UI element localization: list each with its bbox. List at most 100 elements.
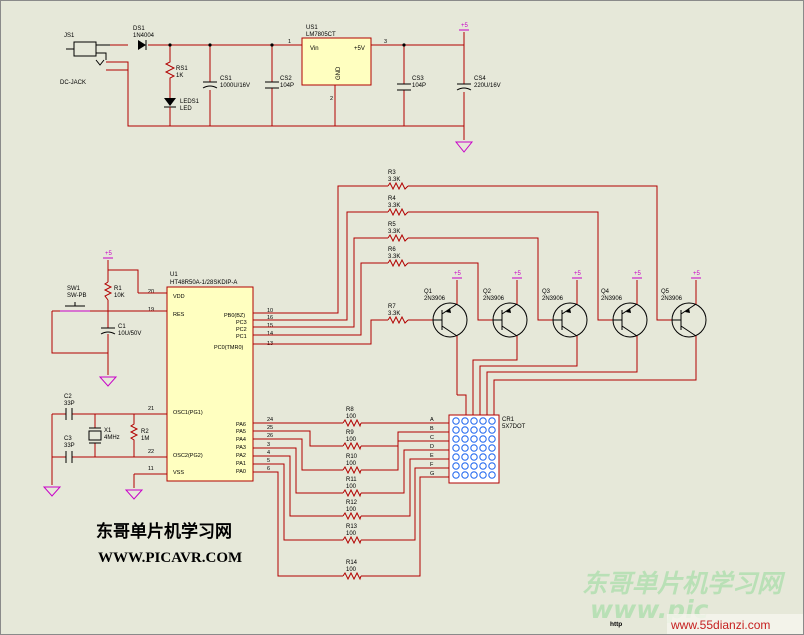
- ground-icon: [454, 141, 474, 153]
- r7-value: 3.3K: [388, 311, 400, 317]
- u1-pin-3: 3: [267, 442, 270, 448]
- x1-value: 4MHz: [104, 435, 120, 441]
- u1-pin-26: 26: [267, 433, 273, 439]
- capacitor-cs4: +5 CS4 220U/16V: [454, 23, 501, 153]
- u1-pin-15: 15: [267, 323, 273, 329]
- r9-ref: R9: [346, 430, 354, 436]
- us1-pin3: 3: [384, 39, 387, 45]
- cs3-ref: CS3: [412, 76, 424, 82]
- c3-value: 33P: [64, 443, 75, 449]
- ground-icon: [42, 486, 62, 497]
- x1-ref: X1: [104, 428, 112, 434]
- led-dot: [461, 417, 469, 425]
- led-dot: [479, 417, 487, 425]
- c2-ref: C2: [64, 394, 72, 400]
- r12-value: 100: [346, 507, 357, 513]
- r8-value: 100: [346, 414, 357, 420]
- vcc-label-ps: +5: [461, 23, 469, 29]
- cs3-value: 104P: [412, 83, 426, 89]
- led-dot: [488, 471, 496, 479]
- u1-pc1: PC1: [236, 334, 247, 340]
- cs2-ref: CS2: [280, 76, 292, 82]
- led-ref: LEDS1: [180, 99, 200, 105]
- resistor-r8: [342, 418, 362, 428]
- c1-ref: C1: [118, 324, 126, 330]
- resistor-r5: [387, 233, 409, 243]
- r13-value: 100: [346, 531, 357, 537]
- u1-pc2: PC2: [236, 327, 247, 333]
- u1-pa6: PA6: [236, 422, 246, 428]
- ground-icon: [124, 489, 144, 500]
- u1-pc0: PC0(TMR0): [214, 345, 244, 351]
- q5-ref: Q5: [661, 289, 670, 295]
- r9-value: 100: [346, 437, 357, 443]
- cs4-ref: CS4: [474, 76, 486, 82]
- crystal-x1: [88, 430, 102, 441]
- resistor-r2: [129, 414, 139, 457]
- watermark-bg: [667, 614, 803, 634]
- resistor-rs1: RS1 1K: [164, 43, 188, 98]
- column-driver-section: R3 3.3K R4 3.3K R5 3.3K R6 3.3K R7 3.3K …: [253, 170, 707, 415]
- resistor-r9: [342, 441, 362, 451]
- r3-value: 3.3K: [388, 177, 400, 183]
- led-dot: [452, 462, 460, 470]
- r10-ref: R10: [346, 454, 358, 460]
- r4-value: 3.3K: [388, 203, 400, 209]
- r2-ref: R2: [141, 429, 149, 435]
- vcc-label-q4: +5: [634, 271, 642, 277]
- led-dot: [452, 417, 460, 425]
- u1-pin-20: 20: [148, 289, 154, 295]
- watermark-sub: www.55dianzi.com: [670, 618, 770, 632]
- u1-pa0: PA0: [236, 469, 246, 475]
- ds1-ref: DS1: [133, 26, 145, 32]
- led-dot: [470, 426, 478, 434]
- mcu-u1: [166, 286, 254, 482]
- resistor-r6: [387, 258, 409, 268]
- resistor-r10: [342, 465, 362, 475]
- us1-pin2: 2: [330, 96, 333, 102]
- r6-ref: R6: [388, 247, 396, 253]
- led-dot: [479, 435, 487, 443]
- led-dot: [452, 471, 460, 479]
- u1-pa2: PA2: [236, 453, 246, 459]
- regulator-us1: US1 LM7805CT Vin +5V GND 1 3 2: [288, 25, 387, 102]
- vcc-label-q3: +5: [574, 271, 582, 277]
- u1-pa4: PA4: [236, 437, 246, 443]
- r10-value: 100: [346, 461, 357, 467]
- led-dot: [461, 444, 469, 452]
- site-title-cn: 东哥单片机学习网: [96, 521, 232, 542]
- r1-value: 10K: [114, 293, 125, 299]
- resistor-r12: [342, 511, 362, 521]
- sw1-value: SW-PB: [67, 293, 87, 299]
- u1-pin-16: 16: [267, 315, 273, 321]
- us1-ref: US1: [306, 25, 318, 31]
- q5-value: 2N3906: [661, 296, 683, 302]
- u1-pin-19: 19: [148, 307, 154, 313]
- vcc-label-q1: +5: [454, 271, 462, 277]
- resistor-r4: [387, 207, 409, 217]
- us1-pin1: 1: [288, 39, 291, 45]
- row-f-label: F: [430, 462, 434, 468]
- ground-icon: [98, 376, 118, 387]
- vcc-label-q2: +5: [514, 271, 522, 277]
- row-e-label: E: [430, 453, 434, 459]
- u1-pin-5: 5: [267, 458, 270, 464]
- u1-vdd: VDD: [173, 294, 185, 300]
- vcc-label-u1: +5: [105, 251, 113, 257]
- led-dot: [488, 462, 496, 470]
- resistor-r3: [387, 181, 409, 191]
- us1-gnd: GND: [336, 66, 342, 80]
- r14-ref: R14: [346, 560, 358, 566]
- capacitor-c1: [100, 327, 116, 335]
- led-dot: [479, 462, 487, 470]
- us1-value: LM7805CT: [306, 32, 336, 38]
- r11-value: 100: [346, 484, 357, 490]
- row-b-label: B: [430, 426, 434, 432]
- led-dot: [488, 426, 496, 434]
- row-a-label: A: [430, 417, 434, 423]
- transistor-q3: +5 Q3 2N3906: [479, 271, 588, 395]
- jack-ref: JS1: [64, 33, 75, 39]
- watermark-http: http: [610, 621, 622, 628]
- transistor-q2: +5 Q2 2N3906: [472, 271, 528, 395]
